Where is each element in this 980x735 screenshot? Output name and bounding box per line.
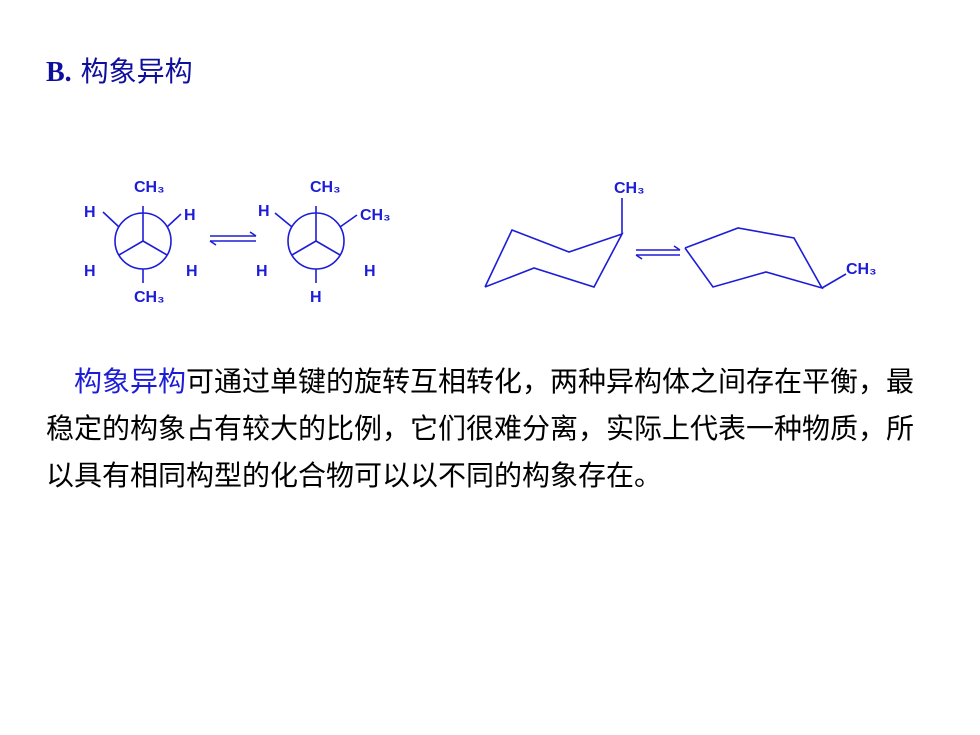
page-heading: B. 构象异构	[46, 50, 193, 90]
newman2-lower-left-label: H	[256, 263, 268, 280]
newman-projection-anti	[102, 206, 182, 283]
newman1-upper-right-label: H	[184, 207, 196, 224]
newman1-top-label: CH₃	[134, 179, 165, 196]
newman1-upper-left-label: H	[84, 204, 96, 221]
newman1-lower-left-label: H	[84, 263, 96, 280]
heading-title: 构象异构	[80, 55, 193, 88]
equilibrium-arrows-chair	[635, 245, 681, 260]
newman1-lower-right-label: H	[186, 263, 198, 280]
heading-letter: B.	[46, 57, 72, 88]
cyclohexane-chair-equatorial	[684, 227, 847, 290]
newman2-upper-right-label: CH₃	[360, 207, 391, 224]
chair1-methyl-label: CH₃	[614, 180, 645, 197]
newman2-lower-right-label: H	[364, 263, 376, 280]
newman2-bottom-label: H	[310, 289, 322, 306]
conformation-diagram: CH₃ H H H H CH₃ CH₃ H CH₃ H H H CH₃ CH₃	[84, 179, 877, 306]
description-paragraph: 构象异构可通过单键的旋转互相转化，两种异构体之间存在平衡，最稳定的构象占有较大的…	[46, 358, 936, 499]
newman2-upper-left-label: H	[258, 203, 270, 220]
newman1-bottom-label: CH₃	[134, 289, 165, 306]
highlight-term: 构象异构	[74, 365, 187, 398]
newman2-top-label: CH₃	[310, 179, 341, 196]
equilibrium-arrows-newman	[209, 231, 257, 246]
paragraph-body: 可通过单键的旋转互相转化，两种异构体之间存在平衡，最稳定的构象占有较大的比例，它…	[46, 365, 915, 492]
newman-projection-gauche	[274, 206, 358, 283]
cyclohexane-chair-axial	[484, 198, 624, 288]
chair2-methyl-label: CH₃	[846, 261, 877, 278]
